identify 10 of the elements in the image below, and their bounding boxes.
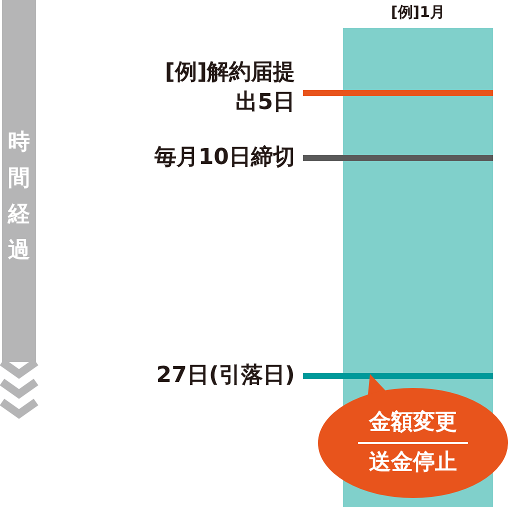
timeline-line: [303, 155, 493, 161]
timeline-label: [例]解約届提出5日: [163, 58, 295, 118]
axis-label: 時間経過: [6, 129, 31, 265]
timeline-line: [303, 373, 493, 379]
timeline-label: 毎月10日締切: [75, 143, 295, 173]
bubble-text: 金額変更: [368, 408, 458, 437]
timeline-label: 27日(引落日): [75, 361, 295, 391]
timeline-line: [303, 90, 493, 96]
column-heading: [例]1月: [390, 2, 446, 23]
bubble-text: 送金停止: [368, 449, 458, 477]
